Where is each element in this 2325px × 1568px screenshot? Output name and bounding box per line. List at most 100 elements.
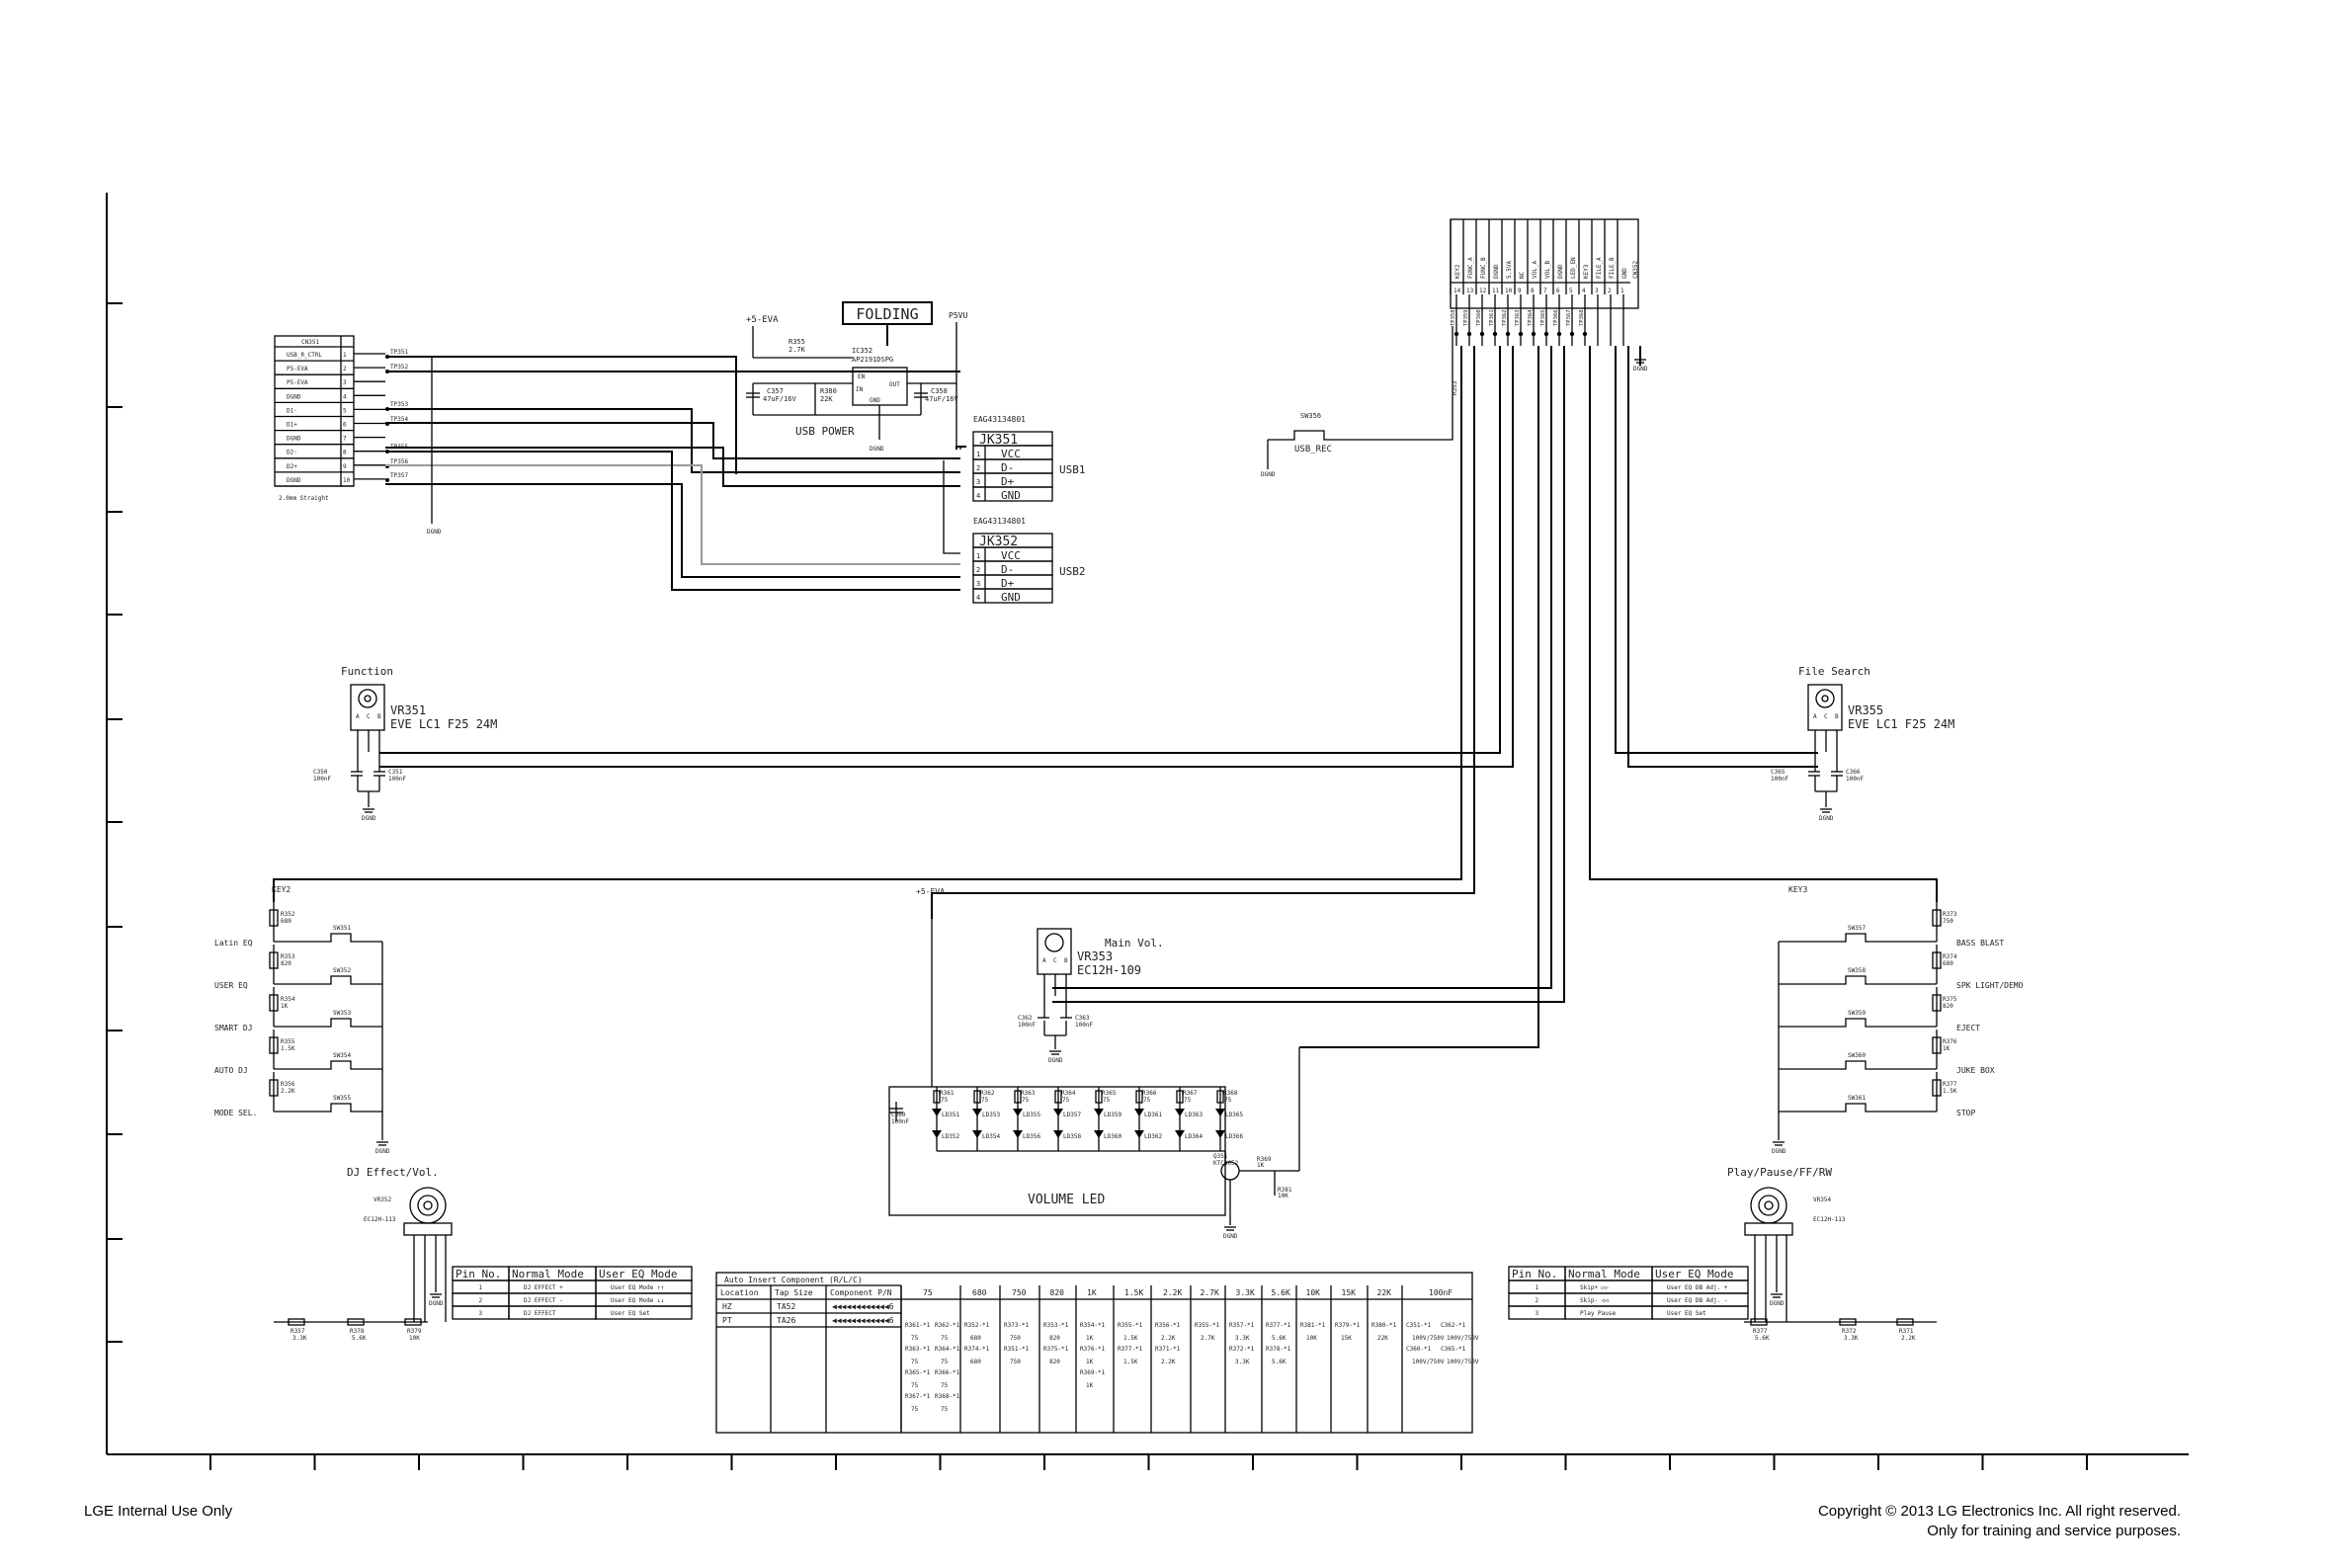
cn352-pin-number: 2 <box>1608 288 1612 294</box>
c357-value: 47uF/16V <box>763 395 797 403</box>
bom-value-header: 820 <box>1050 1288 1065 1297</box>
resistor-label: R366 <box>1142 1090 1157 1097</box>
test-point <box>1479 331 1485 337</box>
resistor-value: 2.2K <box>1901 1335 1916 1342</box>
cn352-pin-number: 13 <box>1466 288 1474 294</box>
test-point <box>1453 331 1459 337</box>
resistor <box>1014 1090 1022 1104</box>
tact-switch[interactable] <box>323 933 359 943</box>
test-point-label: TP361 <box>1489 309 1495 326</box>
bom-cell-value: 75 <box>911 1382 919 1389</box>
tact-switch[interactable] <box>1838 975 1873 985</box>
tact-switch[interactable] <box>323 1103 359 1113</box>
test-point-label: TP354 <box>390 416 408 423</box>
resistor <box>1216 1090 1224 1104</box>
transistor-label: Q351 <box>1213 1153 1228 1160</box>
resistor-label: R369 <box>1257 1156 1272 1163</box>
ic352-part: AP2191DSPG <box>852 356 893 364</box>
cn351-ref: CN351 <box>301 339 319 346</box>
usb-rec-label: USB_REC <box>1294 445 1332 454</box>
led-diode <box>1215 1109 1225 1116</box>
jk-part-number: EAG43134801 <box>973 415 1026 424</box>
usb-rec-gnd: DGND <box>1261 471 1276 478</box>
resistor <box>973 1090 981 1104</box>
tact-switch[interactable] <box>1838 1103 1873 1113</box>
encoder-ref: VR355 <box>1848 703 1883 717</box>
bom-cell-value: 2.7K <box>1201 1335 1215 1342</box>
bom-row-cell: TA26 <box>777 1316 795 1325</box>
bom-cell-ref: R351-*1 <box>1004 1346 1030 1353</box>
cn352-pin-number: 5 <box>1569 288 1573 294</box>
led-label: LD355 <box>1023 1112 1040 1118</box>
volume-led-block: C360100nFR36175LD351LD352R36275LD353LD35… <box>888 1047 1300 1240</box>
test-point-label: TP357 <box>390 472 408 479</box>
encoder-body <box>1807 684 1843 731</box>
capacitor-label: C351 <box>388 769 403 776</box>
tact-switch[interactable] <box>323 1018 359 1028</box>
usb-rec-switch[interactable]: SW356 DGND USB_REC R353 <box>1261 326 1458 478</box>
encoder-title: Play/Pause/FF/RW <box>1727 1166 1832 1179</box>
table-cell-text: User EQ DB Adj. - <box>1667 1297 1727 1304</box>
encoder-body <box>1037 928 1072 975</box>
cn352-ref: CN352 <box>1632 261 1639 279</box>
resistor-label: R363 <box>1021 1090 1036 1097</box>
cn352-pin-name: NC <box>1519 271 1526 279</box>
bom-cell-ref: R364-*1 <box>935 1346 960 1353</box>
cn352-pin-name: FILE_A <box>1596 257 1603 279</box>
tact-switch[interactable] <box>323 1060 359 1070</box>
jk-pin-number: 1 <box>976 552 980 560</box>
resistor-value: 1.5K <box>281 1045 295 1052</box>
led-diode <box>1013 1130 1023 1138</box>
key-function-label: SMART DJ <box>214 1024 253 1032</box>
resistor <box>1896 1318 1914 1326</box>
test-point <box>1531 331 1536 337</box>
bom-cell-ref: R361-*1 <box>905 1322 931 1329</box>
bom-value-header: 1.5K <box>1124 1288 1143 1297</box>
bom-cell-value: 2.2K <box>1161 1359 1176 1365</box>
resistor-value: 3.3K <box>292 1335 307 1342</box>
sw356-label: SW356 <box>1300 412 1321 420</box>
internal-use-label: LGE Internal Use Only <box>84 1503 233 1520</box>
tact-switch[interactable] <box>1838 1060 1873 1070</box>
bom-cell-ref: R357-*1 <box>1229 1322 1255 1329</box>
bom-value-header: 2.7K <box>1201 1288 1219 1297</box>
bom-cell-ref: R365-*1 <box>905 1369 931 1376</box>
led-diode <box>1175 1130 1185 1138</box>
table-header: Pin No. <box>456 1268 501 1280</box>
bom-cell-value: 750 <box>1010 1359 1021 1365</box>
tact-switch[interactable] <box>1838 1018 1873 1028</box>
encoder-part: EC12H-113 <box>364 1216 396 1223</box>
jk-pin-number: 3 <box>976 580 980 588</box>
key-function-label: USER EQ <box>214 981 248 990</box>
switch-label: SW361 <box>1848 1095 1866 1102</box>
led-diode <box>932 1130 942 1138</box>
bom-row-cell: HZ <box>722 1302 732 1311</box>
tact-switch[interactable] <box>323 975 359 985</box>
jk-pin-name: D- <box>1001 563 1014 576</box>
ic-pin-out: OUT <box>889 381 900 388</box>
pot-knob <box>1750 1187 1787 1224</box>
bom-cell-ref: R378-*1 <box>1266 1346 1291 1353</box>
bom-value-header: 3.3K <box>1236 1288 1255 1297</box>
jk-ref: JK352 <box>979 535 1018 549</box>
bom-cell-value: 2.2K <box>1161 1335 1176 1342</box>
resistor <box>1839 1318 1857 1326</box>
bom-cell-value: 680 <box>970 1359 981 1365</box>
capacitor-label: C365 <box>1771 769 1785 776</box>
bom-header: Tap Size <box>775 1288 813 1297</box>
switch-label: SW358 <box>1848 967 1866 974</box>
cn352-pin-name: KEY2 <box>1454 264 1461 279</box>
dj-effect-encoder[interactable]: DJ Effect/Vol.VR352EC12H-113R3573.3KR378… <box>274 1166 453 1342</box>
resistor-label: R377 <box>1753 1328 1768 1335</box>
encoder-title: File Search <box>1798 665 1870 678</box>
c357-label: C357 <box>767 387 784 395</box>
encoder-ref: VR354 <box>1813 1197 1831 1203</box>
encoder-pin: C <box>367 713 371 720</box>
tact-switch[interactable] <box>1838 933 1873 943</box>
play-pause-encoder[interactable]: Play/Pause/FF/RWVR354EC12H-113R3775.6KR3… <box>1727 1166 1937 1342</box>
